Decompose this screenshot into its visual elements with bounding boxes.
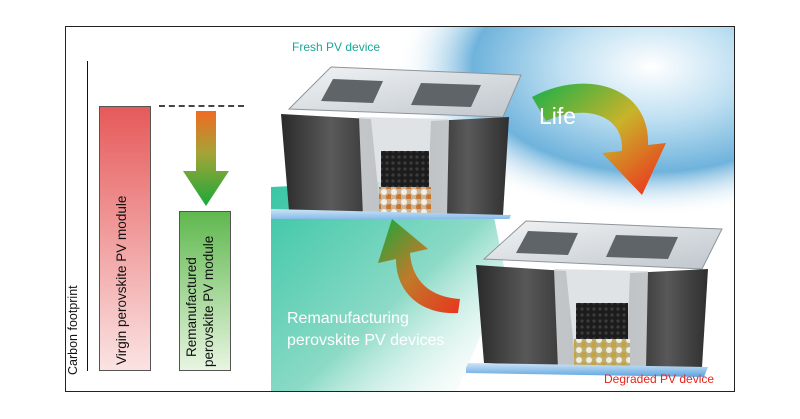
virgin-module-bar: Virgin perovskite PV module xyxy=(99,106,151,371)
degraded-device-label: Degraded PV device xyxy=(604,372,715,386)
remanufacturing-label-line2: perovskite PV devices xyxy=(287,332,445,349)
fresh-device-label: Fresh PV device xyxy=(292,40,381,54)
remanufacturing-arrow xyxy=(378,219,460,314)
life-label: Life xyxy=(539,103,577,129)
y-axis-line xyxy=(87,61,88,371)
figure-frame: Carbon footprint Virgin perovskite PV mo… xyxy=(65,26,735,392)
teal-glow xyxy=(271,177,506,391)
life-arrow xyxy=(532,83,666,195)
fresh-pv-device xyxy=(271,66,522,219)
remanufactured-module-bar: Remanufactured perovskite PV module xyxy=(179,211,231,371)
carbon-decrease-arrow xyxy=(183,111,229,206)
remanufacturing-label-line1: Remanufacturing xyxy=(287,310,409,327)
remanufactured-module-label-line2: perovskite PV module xyxy=(201,235,216,367)
reference-dashed-line xyxy=(159,105,244,107)
y-axis-label: Carbon footprint xyxy=(66,285,80,375)
remanufactured-module-label-line1: Remanufactured xyxy=(184,257,199,357)
virgin-module-label: Virgin perovskite PV module xyxy=(114,195,129,365)
degraded-pv-device xyxy=(466,220,723,377)
